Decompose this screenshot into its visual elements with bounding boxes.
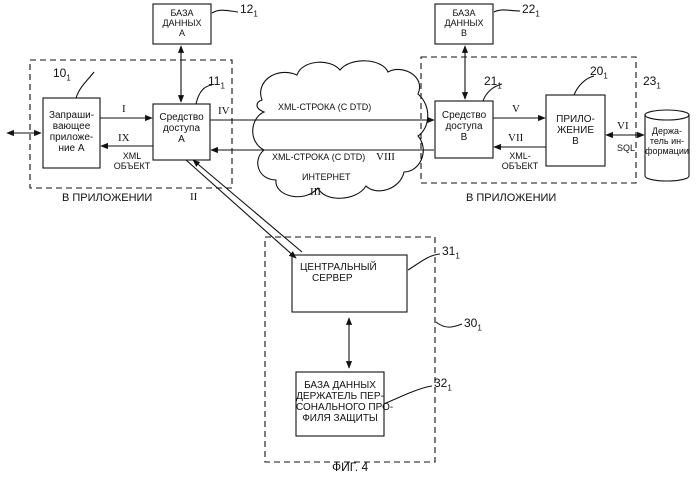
requesting-app-a-label: Запраши- вающее приложе- ние А xyxy=(43,110,100,154)
app-b-line: В xyxy=(546,136,605,147)
db-a-label: БАЗА ДАННЫХ А xyxy=(153,8,211,38)
db-b-label-line: В xyxy=(435,28,493,38)
xml-object-right-line: ОБЪЕКТ xyxy=(500,161,540,171)
ref-subscript: 1 xyxy=(455,251,459,260)
profile-db-label: БАЗА ДАННЫХ ДЕРЖАТЕЛЬ ПЕР- СОНАЛЬНОГО ПР… xyxy=(296,380,384,424)
access-b-line: доступа xyxy=(435,121,493,132)
ref-subscript: 1 xyxy=(656,81,660,90)
ref-23: 231 xyxy=(643,76,661,91)
info-holder-line: тель ин- xyxy=(645,136,689,146)
ref-subscript: 1 xyxy=(497,81,501,90)
profile-db-line: СОНАЛЬНОГО ПРО- xyxy=(296,402,384,413)
ref-22: 221 xyxy=(522,4,540,19)
ref-number: 12 xyxy=(240,2,253,16)
db-a-label-line: БАЗА xyxy=(153,8,211,18)
ref-subscript: 1 xyxy=(220,81,224,90)
ref-subscript: 1 xyxy=(603,71,607,80)
xml-string-top-label: XML-СТРОКА (С DTD) xyxy=(278,102,371,112)
flow-iv-label: IV xyxy=(218,106,230,117)
db-a-label-line: А xyxy=(153,28,211,38)
flow-v-label: V xyxy=(512,104,520,115)
leader-12 xyxy=(212,10,238,13)
ref-number: 30 xyxy=(464,316,477,330)
db-b-label: БАЗА ДАННЫХ В xyxy=(435,8,493,38)
ref-number: 22 xyxy=(522,2,535,16)
requesting-app-a-line: приложе- xyxy=(43,132,100,143)
ref-31: 311 xyxy=(442,246,460,261)
access-a-label: Средство доступа А xyxy=(153,112,210,145)
xml-string-bottom-label: XML-СТРОКА (С DTD) xyxy=(272,152,365,162)
in-app-left-label: В ПРИЛОЖЕНИИ xyxy=(62,193,152,204)
ref-20: 201 xyxy=(590,66,608,81)
db-a-label-line: ДАННЫХ xyxy=(153,18,211,28)
ref-number: 31 xyxy=(442,244,455,258)
ref-number: 32 xyxy=(434,376,447,390)
ref-subscript: 1 xyxy=(535,9,539,18)
profile-db-line: ДЕРЖАТЕЛЬ ПЕР- xyxy=(296,391,384,402)
ref-number: 23 xyxy=(643,74,656,88)
ref-21: 211 xyxy=(484,76,502,91)
flow-iii-label: III xyxy=(310,187,321,198)
arrow-ii-down xyxy=(186,160,296,258)
access-b-line: В xyxy=(435,132,493,143)
xml-object-right-line: XML- xyxy=(500,151,540,161)
ref-subscript: 1 xyxy=(66,73,70,82)
ref-number: 20 xyxy=(590,64,603,78)
profile-db-line: ФИЛЯ ЗАЩИТЫ xyxy=(296,413,384,424)
db-b-label-line: БАЗА xyxy=(435,8,493,18)
access-a-line: А xyxy=(153,134,210,145)
central-server-line: СЕРВЕР xyxy=(300,273,377,284)
app-b-label: ПРИЛО- ЖЕНИЕ В xyxy=(546,114,605,147)
flow-vi-label: VI xyxy=(617,121,629,132)
central-server-line: ЦЕНТРАЛЬНЫЙ xyxy=(300,262,377,273)
ref-subscript: 1 xyxy=(253,9,257,18)
requesting-app-a-line: Запраши- xyxy=(43,110,100,121)
info-holder-line: формации xyxy=(645,146,689,156)
info-holder-line: Держа- xyxy=(645,126,689,136)
access-b-line: Средство xyxy=(435,110,493,121)
app-b-line: ПРИЛО- xyxy=(546,114,605,125)
xml-object-right-label: XML- ОБЪЕКТ xyxy=(500,151,540,171)
ref-number: 11 xyxy=(208,74,220,88)
app-b-line: ЖЕНИЕ xyxy=(546,125,605,136)
ref-12: 121 xyxy=(240,4,258,19)
sql-label: SQL xyxy=(617,143,635,153)
arrow-ii-up xyxy=(193,160,302,252)
xml-object-left-label: XML ОБЪЕКТ xyxy=(112,151,152,171)
ref-number: 21 xyxy=(484,74,497,88)
access-a-line: Средство xyxy=(153,112,210,123)
xml-object-left-line: ОБЪЕКТ xyxy=(112,161,152,171)
db-b-label-line: ДАННЫХ xyxy=(435,18,493,28)
leader-22 xyxy=(494,10,520,12)
flow-ix-label: IX xyxy=(118,133,130,144)
requesting-app-a-line: вающее xyxy=(43,121,100,132)
ref-number: 10 xyxy=(53,66,66,80)
access-a-line: доступа xyxy=(153,123,210,134)
in-app-right-label: В ПРИЛОЖЕНИИ xyxy=(466,193,556,204)
ref-10: 101 xyxy=(53,68,71,83)
ref-subscript: 1 xyxy=(477,323,481,332)
leader-10 xyxy=(76,72,94,98)
figure-caption: ФИГ. 4 xyxy=(332,462,368,473)
profile-db-line: БАЗА ДАННЫХ xyxy=(296,380,384,391)
ref-32: 321 xyxy=(434,378,452,393)
flow-viii-label: VIII xyxy=(376,152,395,163)
flow-ii-label: II xyxy=(190,192,197,203)
xml-object-left-line: XML xyxy=(112,151,152,161)
requesting-app-a-line: ние А xyxy=(43,143,100,154)
ref-subscript: 1 xyxy=(447,383,451,392)
flow-i-label: I xyxy=(122,104,126,115)
flow-vii-label: VII xyxy=(508,133,523,144)
ref-11: 111 xyxy=(208,76,225,91)
internet-label: ИНТЕРНЕТ xyxy=(302,172,350,182)
access-b-label: Средство доступа В xyxy=(435,110,493,143)
central-server-label: ЦЕНТРАЛЬНЫЙ СЕРВЕР xyxy=(300,262,377,284)
info-holder-label: Держа- тель ин- формации xyxy=(645,126,689,156)
leader-30 xyxy=(436,322,462,327)
ref-30: 301 xyxy=(464,318,482,333)
